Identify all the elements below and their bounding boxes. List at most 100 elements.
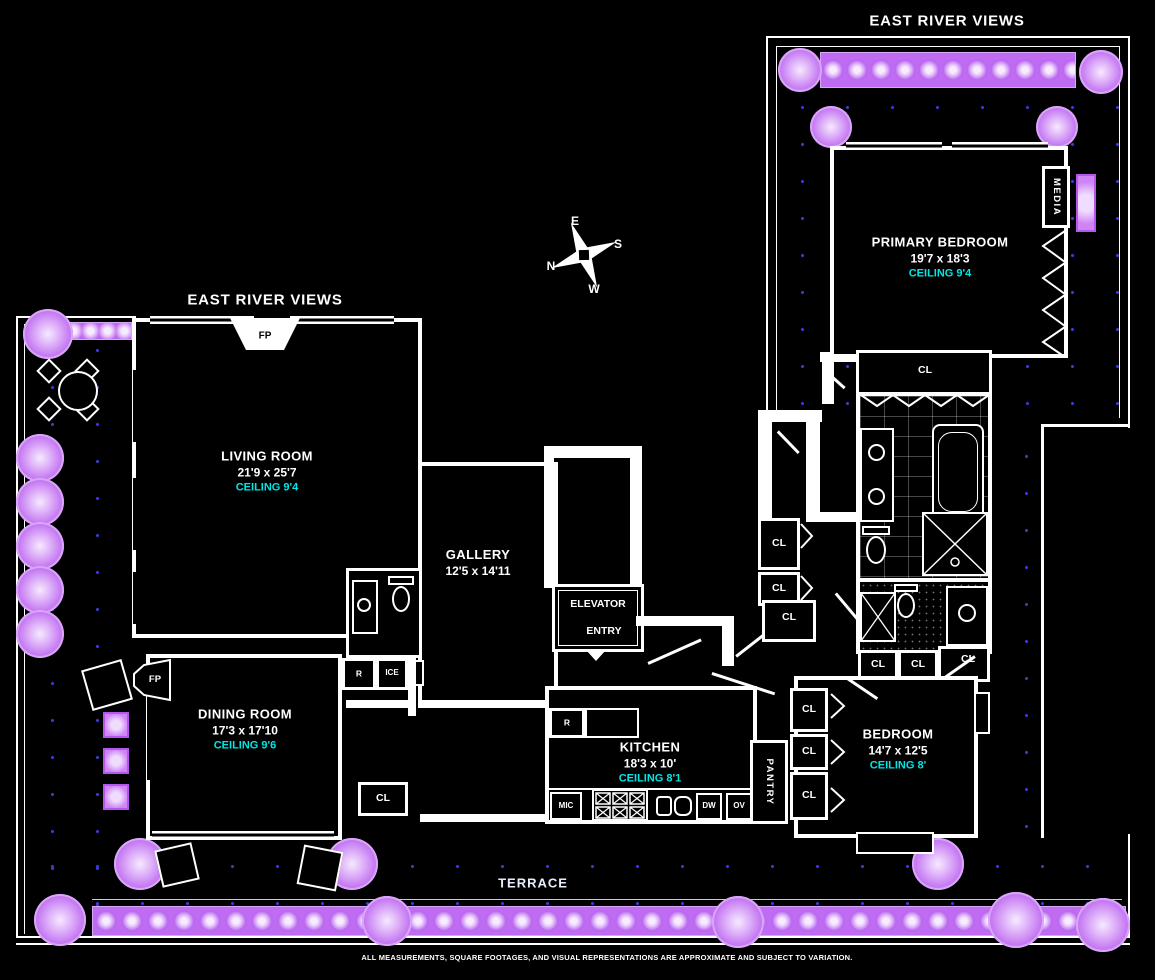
closet-label: CL — [376, 792, 390, 805]
tree — [810, 106, 852, 148]
window-slit — [133, 370, 136, 442]
tree — [16, 610, 64, 658]
closet-door-chevrons — [860, 394, 990, 408]
tree — [1036, 106, 1078, 148]
kitchen-ceiling: CEILING 8'1 — [618, 773, 682, 786]
kitchen-sink — [656, 796, 672, 816]
primary-name: PRIMARY BEDROOM — [871, 234, 1009, 250]
closet-bedroom — [790, 772, 828, 820]
room-label-kitchen: KITCHEN 18'3 x 10' CEILING 8'1 — [619, 740, 682, 787]
wall — [722, 616, 734, 666]
wall — [806, 418, 820, 522]
powder-sink — [357, 598, 371, 612]
closet-bedroom — [790, 688, 828, 732]
kitchen-sink — [674, 796, 692, 816]
primary-dims: 19'7 x 18'3 — [910, 251, 970, 266]
tree — [34, 894, 86, 946]
kitchen-cabinet — [585, 708, 639, 738]
closet-label: CL — [772, 582, 786, 595]
closet-dining — [358, 782, 408, 816]
dining-dims: 17'3 x 17'10 — [212, 723, 278, 738]
tree — [16, 566, 64, 614]
closet — [858, 650, 898, 680]
elevator-entry — [552, 584, 644, 652]
media-label: MEDIA — [1051, 177, 1063, 217]
terrace-table — [58, 371, 98, 411]
kitchen-counter-line — [549, 788, 753, 790]
kitchen-fridge — [549, 708, 585, 738]
planter — [103, 712, 129, 738]
room-label-dining: DINING ROOM 17'3 x 17'10 CEILING 9'6 — [198, 707, 292, 754]
room-pantry — [750, 740, 788, 824]
toilet-bowl — [897, 593, 915, 618]
room-gallery — [418, 462, 558, 708]
bathtub — [932, 424, 984, 526]
disclaimer: ALL MEASUREMENTS, SQUARE FOOTAGES, AND V… — [361, 953, 853, 963]
closet-label: CL — [802, 745, 816, 758]
oven-label: OV — [733, 800, 745, 810]
kitchen-dims: 18'3 x 10' — [623, 756, 677, 771]
fireplace-icon — [133, 658, 171, 702]
living-name: LIVING ROOM — [221, 448, 313, 464]
wall — [544, 446, 554, 588]
tree — [362, 896, 412, 946]
terrace-right-strip — [992, 424, 1044, 838]
closet-door-chevrons — [830, 693, 846, 813]
stove-icon — [592, 789, 648, 821]
bath-sink — [868, 444, 885, 461]
room-label-living: LIVING ROOM 21'9 x 25'7 CEILING 9'4 — [221, 449, 313, 496]
fireplace-label: FP — [258, 330, 272, 342]
closet-label: CL — [871, 658, 885, 671]
fireplace-icon — [230, 318, 300, 350]
pantry-label: PANTRY — [764, 758, 776, 806]
door-swing — [647, 638, 702, 665]
compass-n: N — [546, 259, 556, 274]
compass-icon — [551, 222, 617, 288]
toilet-bowl — [392, 586, 410, 612]
wall — [346, 700, 412, 708]
tree — [1079, 50, 1123, 94]
closet-door-chevrons — [1041, 230, 1066, 358]
wall — [420, 814, 550, 822]
bath-vanity — [860, 428, 894, 522]
room-label-primary-bedroom: PRIMARY BEDROOM 19'7 x 18'3 CEILING 9'4 — [872, 235, 1009, 282]
tree — [1076, 898, 1130, 952]
terrace-label: TERRACE — [498, 875, 568, 891]
compass-e: E — [570, 214, 580, 229]
microwave-label: MIC — [558, 800, 574, 810]
window-slit — [147, 692, 150, 780]
bedroom-dims: 14'7 x 12'5 — [868, 743, 928, 758]
bedroom-terrace-door — [974, 692, 990, 734]
tree — [23, 309, 73, 359]
window — [290, 316, 394, 324]
gallery-dims: 12'5 x 14'11 — [445, 563, 511, 578]
terrace-railing-line — [92, 899, 1122, 900]
terrace-bottom-outer-line — [16, 943, 1130, 945]
closet-label: CL — [772, 537, 786, 550]
hedge-left-stub — [64, 322, 132, 340]
wall — [814, 512, 860, 522]
bath-sink — [868, 488, 885, 505]
planter — [103, 748, 129, 774]
hedge-top — [820, 52, 1076, 88]
door-swing — [777, 430, 800, 454]
bedroom-bay-window — [856, 832, 934, 854]
wall — [758, 418, 772, 530]
closet-hall — [758, 518, 800, 570]
east-river-views-left: EAST RIVER VIEWS — [187, 291, 343, 309]
planter — [103, 784, 129, 810]
ice-label: ICE — [385, 667, 399, 677]
powder-vanity — [352, 580, 378, 634]
dining-name: DINING ROOM — [198, 706, 292, 722]
refrigerator-label: R — [563, 717, 571, 728]
tree — [16, 478, 64, 526]
closet-hall — [762, 600, 816, 642]
room-label-gallery: GALLERY 12'5 x 14'11 — [445, 547, 510, 579]
window-slit — [133, 572, 136, 624]
primary-ceiling: CEILING 9'4 — [908, 268, 972, 281]
living-ceiling: CEILING 9'4 — [235, 482, 299, 495]
toilet-tank — [388, 576, 414, 585]
closet-label: CL — [911, 658, 925, 671]
wetbar-ice — [376, 658, 408, 690]
wall — [822, 352, 834, 404]
